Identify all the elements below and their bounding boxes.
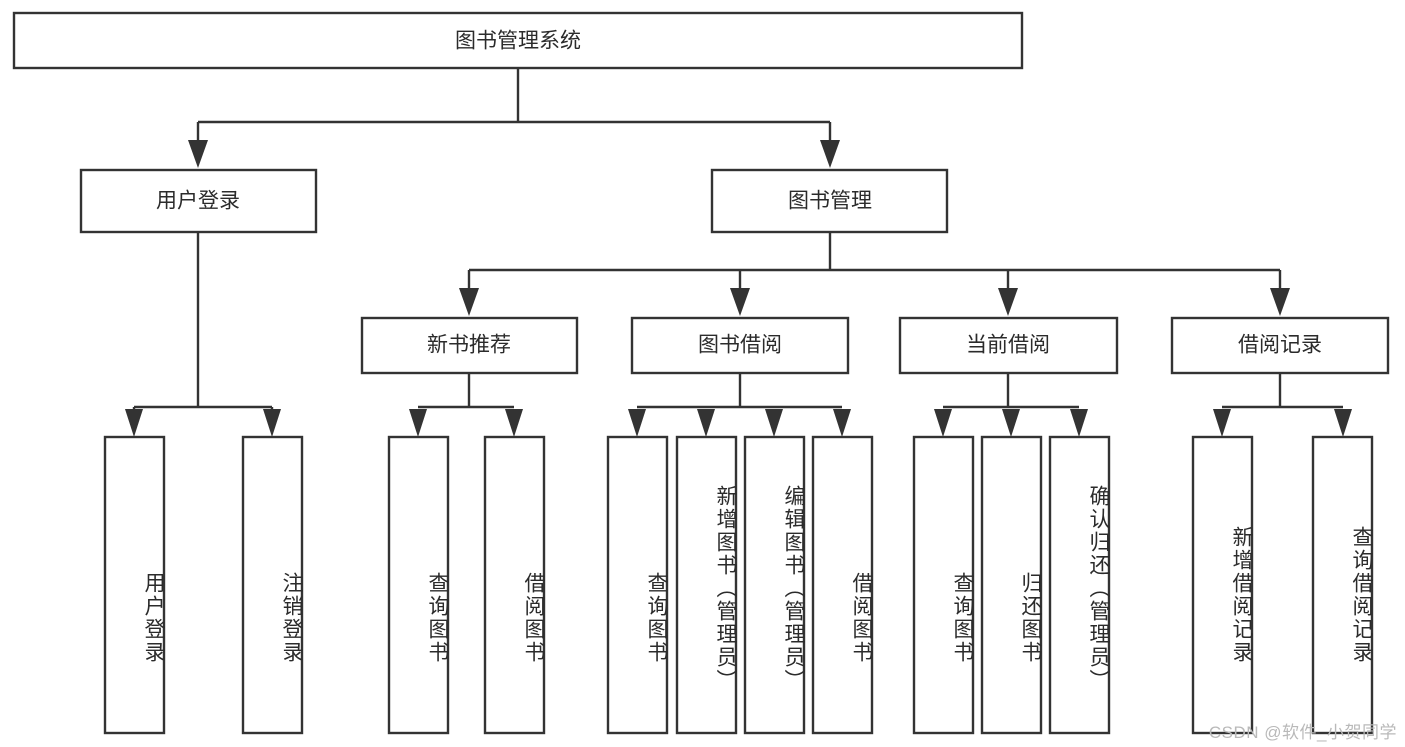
arrowhead-leaf-borrow-book-2 bbox=[833, 409, 851, 437]
node-box-borrow-book[interactable] bbox=[630, 316, 850, 375]
node-box-leaf-query-book-1[interactable] bbox=[387, 435, 450, 735]
node-box-new-book[interactable] bbox=[360, 316, 579, 375]
arrowhead-to-new-book bbox=[459, 288, 479, 316]
watermark-csdn: CSDN @软件_小贺同学 bbox=[1208, 723, 1397, 742]
connector-group-borrow-book bbox=[628, 373, 851, 437]
arrowhead-leaf-add-record bbox=[1213, 409, 1231, 437]
arrowhead-to-user-login bbox=[188, 140, 208, 168]
label-user-login: 用户登录 bbox=[156, 190, 240, 213]
arrowhead-leaf-query-book-2 bbox=[628, 409, 646, 437]
node-box-leaf-return-book[interactable] bbox=[980, 435, 1043, 735]
connector-group-book-manage bbox=[459, 232, 1290, 316]
arrowhead-leaf-logout bbox=[263, 409, 281, 437]
connector-group-current-borrow bbox=[934, 373, 1088, 437]
node-box-leaf-add-book[interactable] bbox=[675, 435, 738, 735]
node-box-current-borrow[interactable] bbox=[898, 316, 1119, 375]
arrowhead-leaf-confirm-return bbox=[1070, 409, 1088, 437]
node-box-leaf-confirm-return[interactable] bbox=[1048, 435, 1111, 735]
connector-group-root bbox=[188, 68, 840, 168]
node-box-leaf-add-record[interactable] bbox=[1191, 435, 1254, 735]
arrowhead-leaf-borrow-book-1 bbox=[505, 409, 523, 437]
connector-group-user-login bbox=[125, 232, 281, 437]
arrowhead-leaf-return-book bbox=[1002, 409, 1020, 437]
arrowhead-to-book-manage bbox=[820, 140, 840, 168]
label-borrow-record: 借阅记录 bbox=[1238, 334, 1322, 357]
node-box-leaf-user-login[interactable] bbox=[103, 435, 166, 735]
arrowhead-to-current-borrow bbox=[998, 288, 1018, 316]
arrowhead-leaf-query-book-1 bbox=[409, 409, 427, 437]
arrowhead-leaf-add-book bbox=[697, 409, 715, 437]
label-book-manage: 图书管理 bbox=[788, 190, 872, 213]
arrowhead-leaf-user-login bbox=[125, 409, 143, 437]
connector-group-borrow-record bbox=[1213, 373, 1352, 437]
arrowhead-to-borrow-book bbox=[730, 288, 750, 316]
arrowhead-leaf-query-record bbox=[1334, 409, 1352, 437]
node-box-leaf-edit-book[interactable] bbox=[743, 435, 806, 735]
connector-group-new-book bbox=[409, 373, 523, 437]
node-box-leaf-borrow-book-1[interactable] bbox=[483, 435, 546, 735]
arrowhead-to-borrow-record bbox=[1270, 288, 1290, 316]
node-box-leaf-query-record[interactable] bbox=[1311, 435, 1374, 735]
node-box-borrow-record[interactable] bbox=[1170, 316, 1390, 375]
node-box-leaf-logout[interactable] bbox=[241, 435, 304, 735]
label-new-book: 新书推荐 bbox=[427, 334, 511, 357]
label-current-borrow: 当前借阅 bbox=[966, 334, 1050, 357]
arrowhead-leaf-edit-book bbox=[765, 409, 783, 437]
label-borrow-book: 图书借阅 bbox=[698, 334, 782, 357]
arrowhead-leaf-query-book-3 bbox=[934, 409, 952, 437]
node-box-leaf-borrow-book-2[interactable] bbox=[811, 435, 874, 735]
node-box-root[interactable] bbox=[12, 11, 1024, 70]
node-box-user-login[interactable] bbox=[79, 168, 318, 234]
label-root: 图书管理系统 bbox=[455, 30, 581, 53]
node-box-book-manage[interactable] bbox=[710, 168, 949, 234]
node-box-leaf-query-book-2[interactable] bbox=[606, 435, 669, 735]
node-box-leaf-query-book-3[interactable] bbox=[912, 435, 975, 735]
